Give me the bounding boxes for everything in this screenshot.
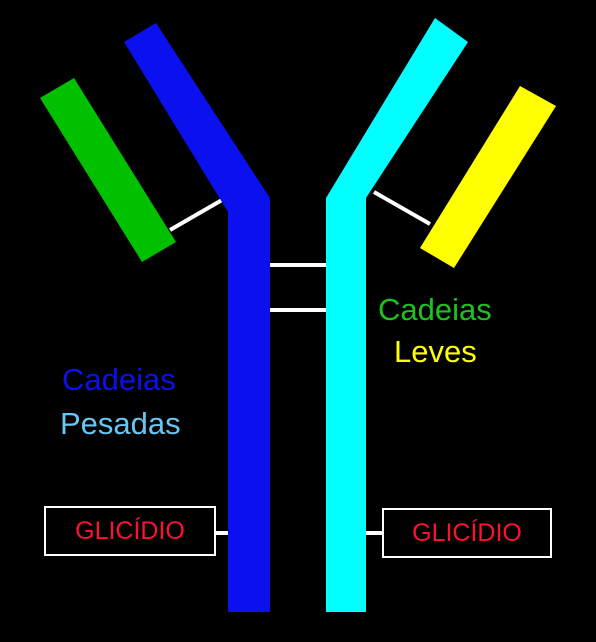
light-chains-label-line1: Cadeias — [378, 292, 492, 327]
heavy-chain-left — [124, 23, 270, 612]
heavy-light-bond-right — [373, 190, 431, 226]
heavy-chains-label-line2: Pesadas — [60, 406, 181, 441]
glycan-box-right: GLICÍDIO — [382, 508, 552, 558]
light-chain-right — [420, 86, 556, 268]
light-chain-left — [40, 78, 176, 262]
glycan-label-left: GLICÍDIO — [75, 516, 185, 545]
glycan-box-left: GLICÍDIO — [44, 506, 216, 556]
heavy-chains-label-line1: Cadeias — [62, 362, 176, 397]
heavy-chain-right — [326, 18, 468, 612]
glycan-label-right: GLICÍDIO — [412, 518, 522, 547]
light-chains-label-line2: Leves — [394, 334, 477, 369]
heavy-light-bond-left — [169, 198, 223, 232]
